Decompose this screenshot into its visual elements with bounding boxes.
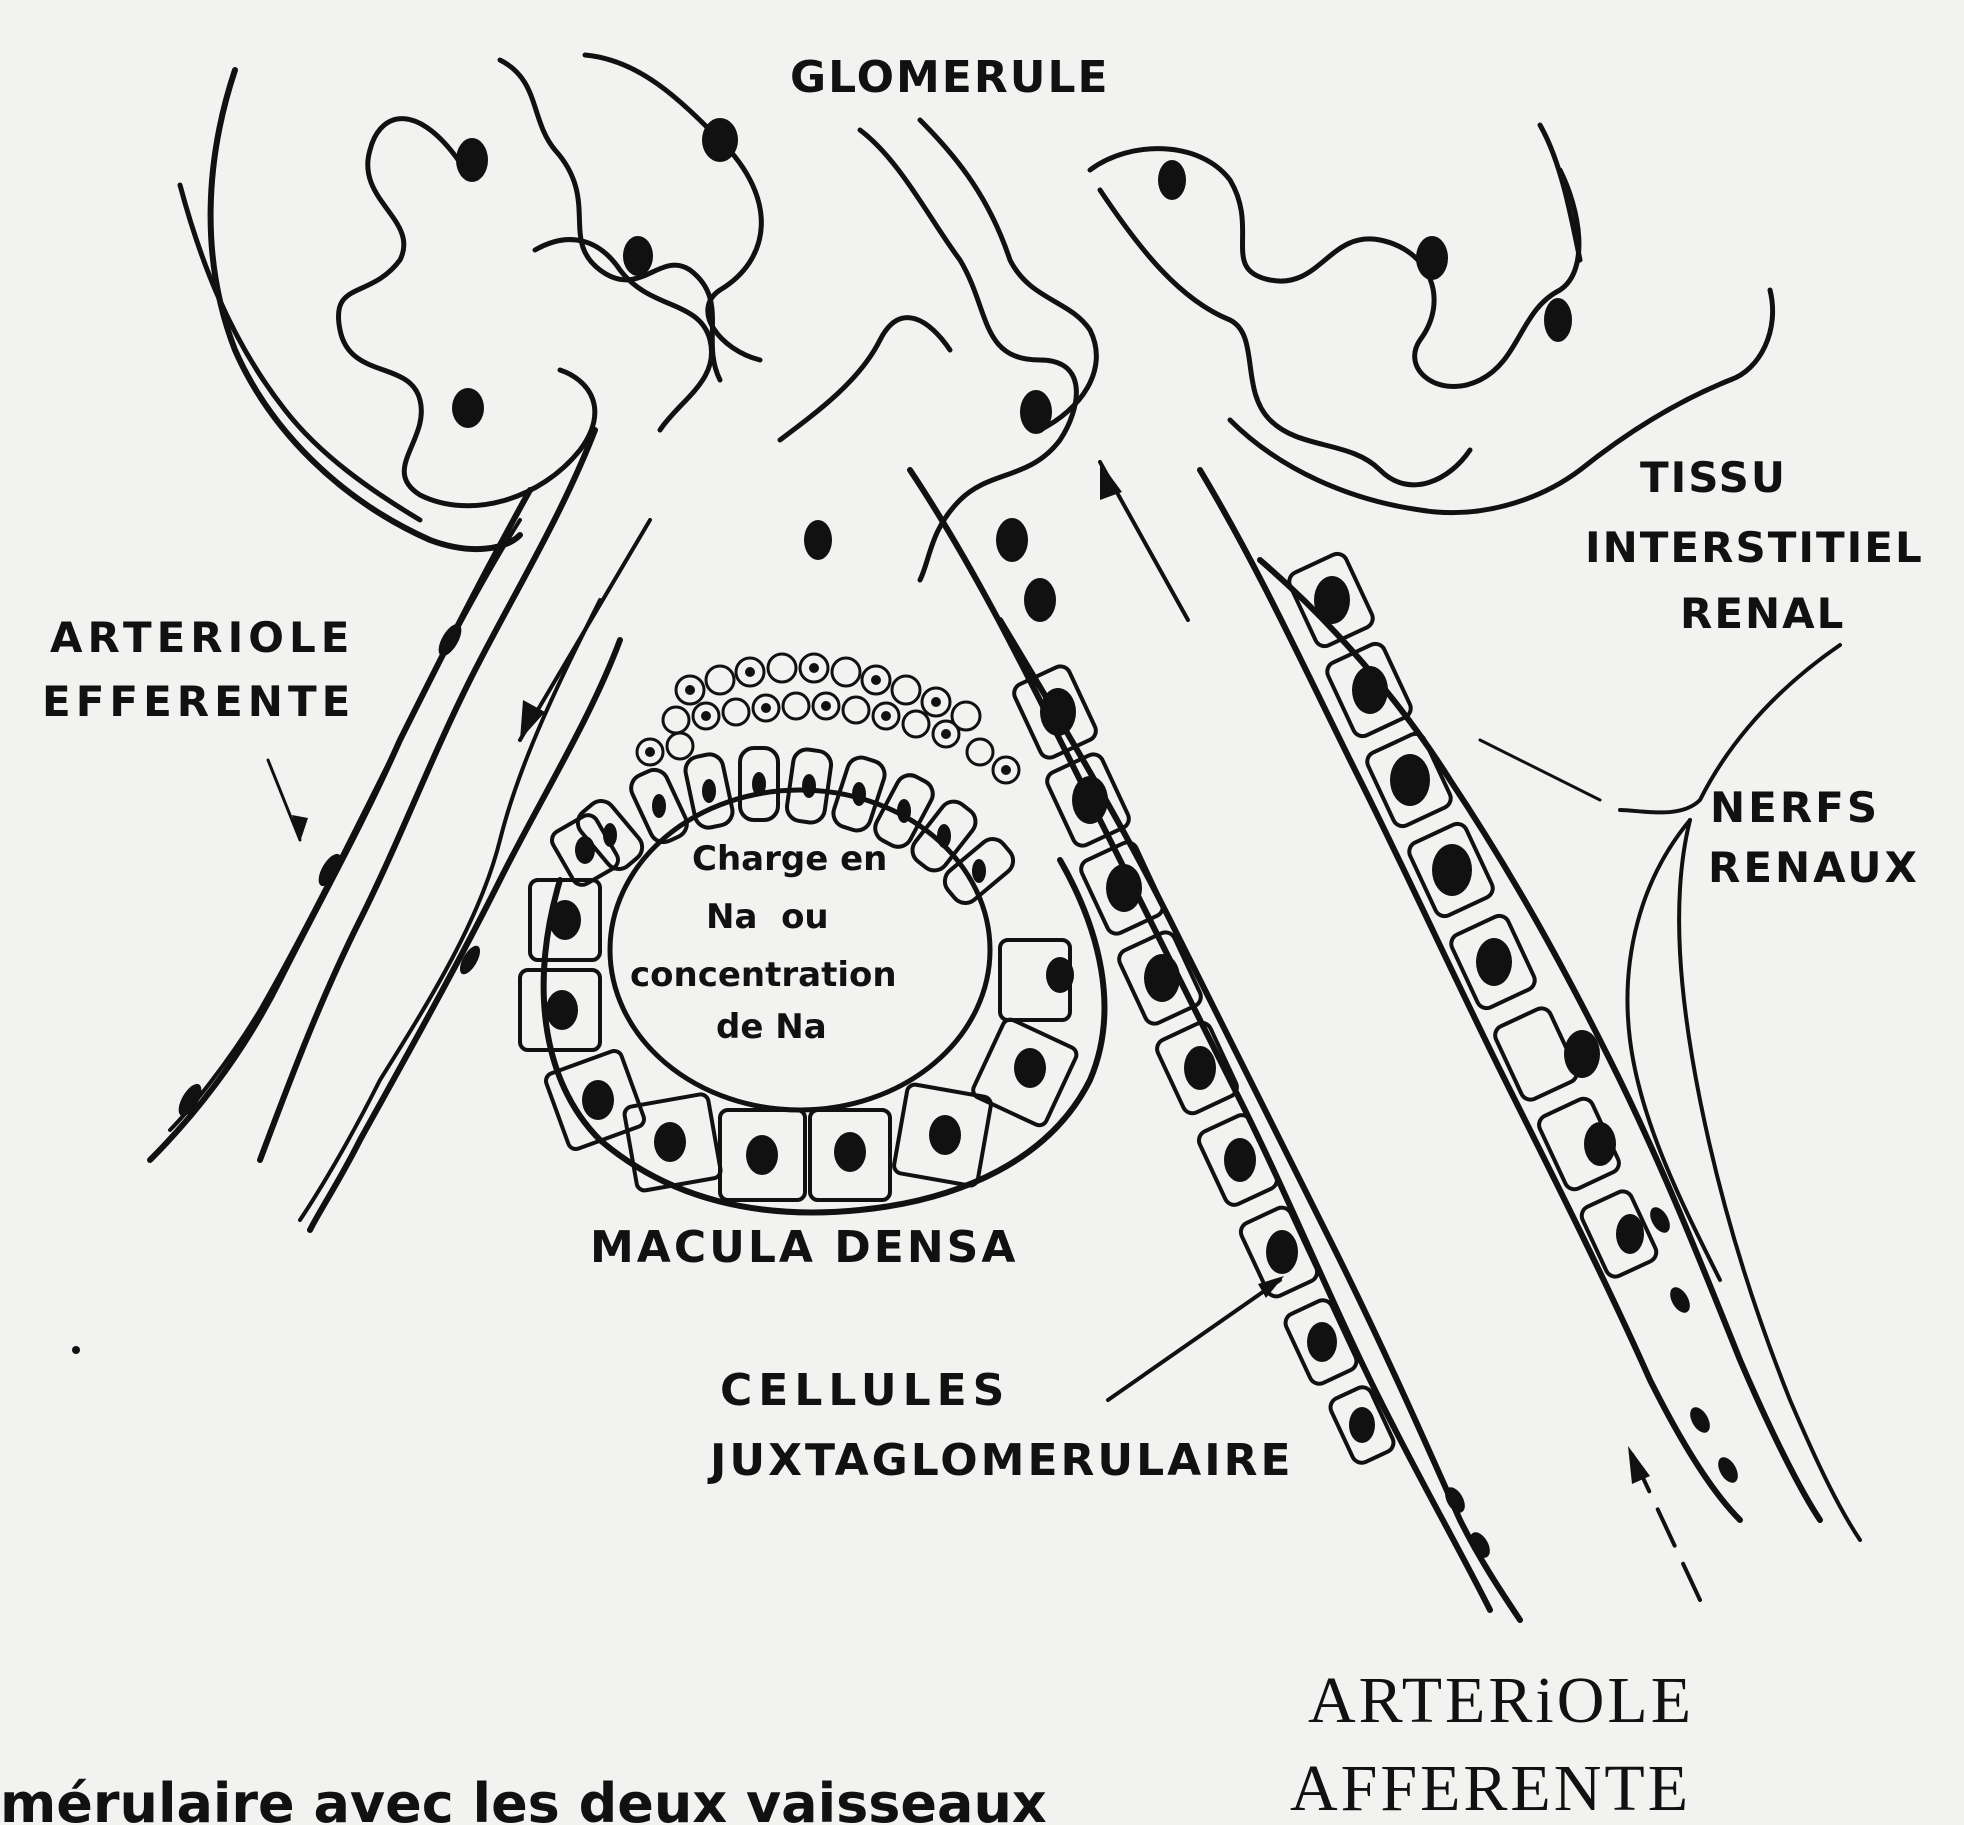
arrowhead-icon — [1628, 1446, 1650, 1484]
label-afferente-2: AFFERENTE — [1290, 1752, 1691, 1825]
label-tissu-1: TISSU — [1640, 453, 1787, 502]
label-efferente-1: ARTERIOLE — [50, 613, 354, 662]
label-tissu-2: INTERSTITIEL — [1585, 523, 1924, 572]
cellules-pointer — [1108, 1280, 1280, 1400]
label-macula-inner-1: Charge en — [692, 839, 887, 879]
label-macula-inner-2: Na ou — [706, 897, 829, 937]
label-macula-inner-3: concentration — [630, 955, 897, 995]
label-nerfs-2: RENAUX — [1708, 843, 1920, 892]
efferent-pointer — [268, 760, 300, 840]
afferent-wall-cells — [1286, 551, 1660, 1280]
label-efferente-2: EFFERENTE — [42, 677, 355, 726]
caption-fragment: mérulaire avec les deux vaisseaux — [0, 1772, 1047, 1825]
speck — [72, 1346, 80, 1354]
glomerulus-loops — [180, 55, 1773, 580]
label-glomerule: GLOMERULE — [790, 52, 1110, 103]
juxtaglomerular-cells — [1011, 663, 1397, 1466]
label-tissu-3: RENAL — [1680, 589, 1845, 638]
label-macula-inner-4: de Na — [716, 1007, 827, 1047]
renal-nerves — [1480, 645, 1860, 1540]
label-cellules-2: JUXTAGLOMERULAIRE — [707, 1435, 1294, 1486]
label-nerfs-1: NERFS — [1710, 783, 1880, 832]
label-afferente-1: ARTERiOLE — [1308, 1664, 1694, 1737]
label-cellules-1: CELLULES — [720, 1365, 1010, 1416]
label-macula-densa: MACULA DENSA — [590, 1222, 1018, 1273]
